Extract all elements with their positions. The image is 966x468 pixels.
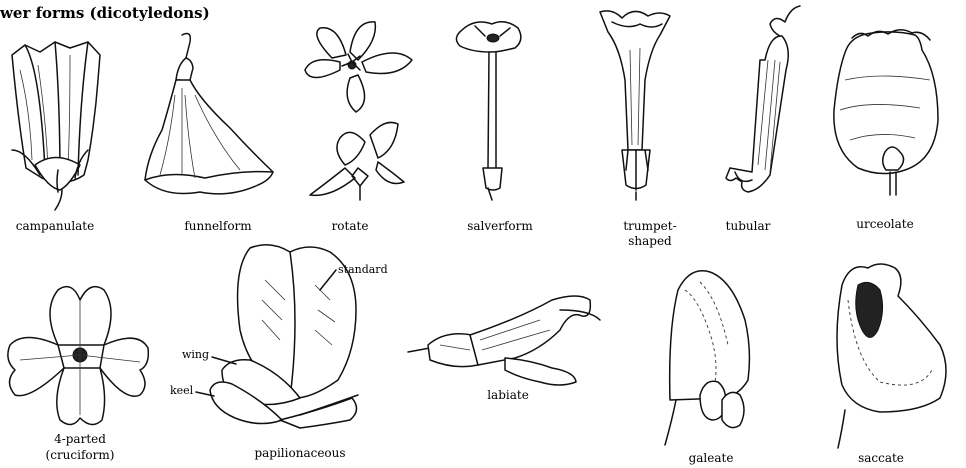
label-papilionaceous: papilionaceous	[240, 446, 360, 461]
papilionaceous-drawing	[210, 245, 358, 428]
saccate-drawing	[837, 264, 946, 448]
wing-pointer	[212, 357, 236, 364]
cruciform-drawing	[8, 287, 148, 425]
label-urceolate: urceolate	[840, 217, 930, 232]
part-label-standard: standard	[338, 263, 388, 276]
rotate-top-drawing	[305, 22, 412, 112]
label-funnelform: funnelform	[168, 219, 268, 234]
rotate-bottom-drawing	[310, 122, 404, 200]
salverform-drawing	[456, 22, 520, 200]
labiate-drawing	[408, 296, 600, 385]
label-saccate: saccate	[846, 451, 916, 466]
label-cruciform-line2: (cruciform)	[30, 448, 130, 463]
part-label-wing: wing	[182, 348, 209, 361]
label-galeate: galeate	[676, 451, 746, 466]
label-salverform: salverform	[460, 219, 540, 234]
label-trumpet-line2: shaped	[620, 234, 680, 249]
label-cruciform-line1: 4-parted	[40, 432, 120, 447]
label-labiate: labiate	[478, 388, 538, 403]
page-title: wer forms (dicotyledons)	[0, 4, 210, 22]
tubular-drawing	[726, 6, 800, 192]
trumpet-shaped-drawing	[600, 11, 670, 200]
galeate-drawing	[665, 271, 749, 445]
urceolate-drawing	[834, 30, 938, 195]
funnelform-drawing	[145, 34, 273, 194]
label-trumpet-line1: trumpet-	[620, 219, 680, 234]
part-label-keel: keel	[170, 384, 193, 397]
campanulate-drawing	[12, 42, 100, 210]
label-campanulate: campanulate	[5, 219, 105, 234]
label-rotate: rotate	[320, 219, 380, 234]
label-tubular: tubular	[718, 219, 778, 234]
